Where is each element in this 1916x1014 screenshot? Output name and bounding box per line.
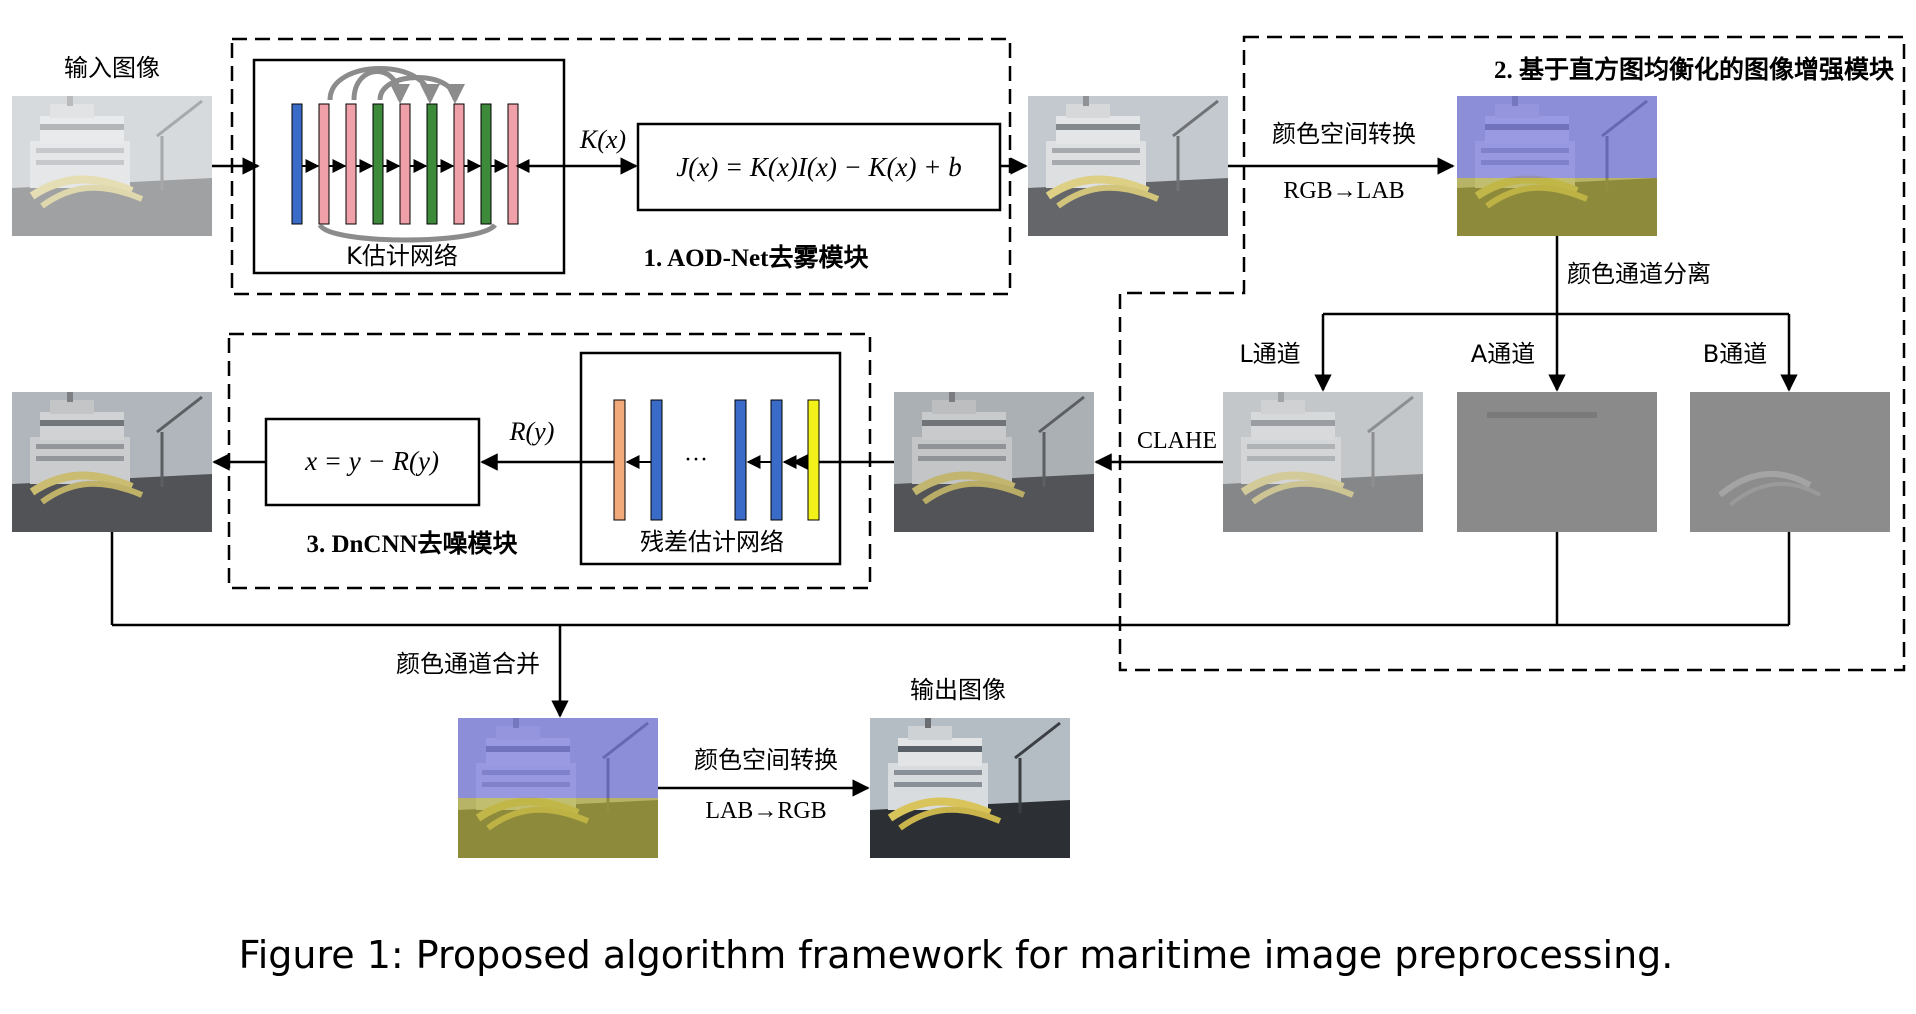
dncnn-layer-blue (734, 399, 747, 521)
clahe-image (894, 392, 1094, 532)
a-channel-image (1457, 392, 1657, 532)
aod-layer-green (480, 103, 492, 225)
aod-formula: J(x) = K(x)I(x) − K(x) + b (676, 152, 962, 182)
channel-split-label: 颜色通道分离 (1567, 260, 1711, 288)
dncnn-layer-yellow (807, 399, 820, 521)
b-channel-image (1690, 392, 1890, 532)
k-of-x-label: K(x) (579, 125, 626, 154)
residual-network-box (579, 351, 842, 566)
lab-image (1457, 96, 1657, 236)
clahe-label: CLAHE (1137, 428, 1217, 454)
module1-title: 1. AOD-Net去雾模块 (644, 243, 869, 272)
merged-lab-image (458, 718, 658, 858)
aod-layer-pink (453, 103, 465, 225)
dncnn-layer-stack: ··· (613, 399, 820, 521)
aod-layer-pink (399, 103, 411, 225)
dehazed-image (1028, 96, 1228, 236)
aod-layer-stack (291, 103, 530, 225)
figure-caption: Figure 1: Proposed algorithm framework f… (239, 933, 1674, 977)
rgb-to-lab-label: RGB→LAB (1283, 178, 1404, 204)
input-foggy-image (12, 96, 212, 236)
l-channel-image (1223, 392, 1423, 532)
output-image-label: 输出图像 (910, 676, 1006, 704)
aod-layer-pink (318, 103, 330, 225)
layer-ellipsis: ··· (684, 447, 708, 473)
module2-title: 2. 基于直方图均衡化的图像增强模块 (1494, 55, 1894, 84)
module3-title: 3. DnCNN去噪模块 (306, 529, 517, 558)
merge-lines (110, 532, 1791, 627)
color-space-label-1: 颜色空间转换 (1272, 120, 1416, 148)
aod-layer-pink (345, 103, 357, 225)
dncnn-layer-blue (770, 399, 783, 521)
channel-merge-label: 颜色通道合并 (396, 650, 540, 678)
r-of-y-label: R(y) (509, 417, 555, 446)
lab-to-rgb-label: LAB→RGB (705, 798, 826, 824)
dncnn-layer-blue (650, 399, 663, 521)
k-net-label: K估计网络 (346, 242, 458, 270)
b-channel-label: B通道 (1703, 340, 1767, 368)
residual-net-label: 残差估计网络 (640, 528, 784, 556)
l-channel-label: L通道 (1239, 340, 1300, 368)
denoised-image (12, 392, 212, 532)
skip-connection-arrows (317, 66, 497, 243)
module2-box (1118, 35, 1906, 672)
output-image (870, 718, 1070, 858)
aod-layer-pink (507, 103, 519, 225)
aod-layer-blue (291, 103, 303, 225)
aod-layer-green (372, 103, 384, 225)
a-channel-label: A通道 (1471, 340, 1535, 368)
dncnn-layer-orange (613, 399, 626, 521)
color-space-label-2: 颜色空间转换 (694, 746, 838, 774)
dncnn-formula: x = y − R(y) (304, 446, 439, 476)
aod-layer-green (426, 103, 438, 225)
input-image-label: 输入图像 (64, 54, 160, 82)
